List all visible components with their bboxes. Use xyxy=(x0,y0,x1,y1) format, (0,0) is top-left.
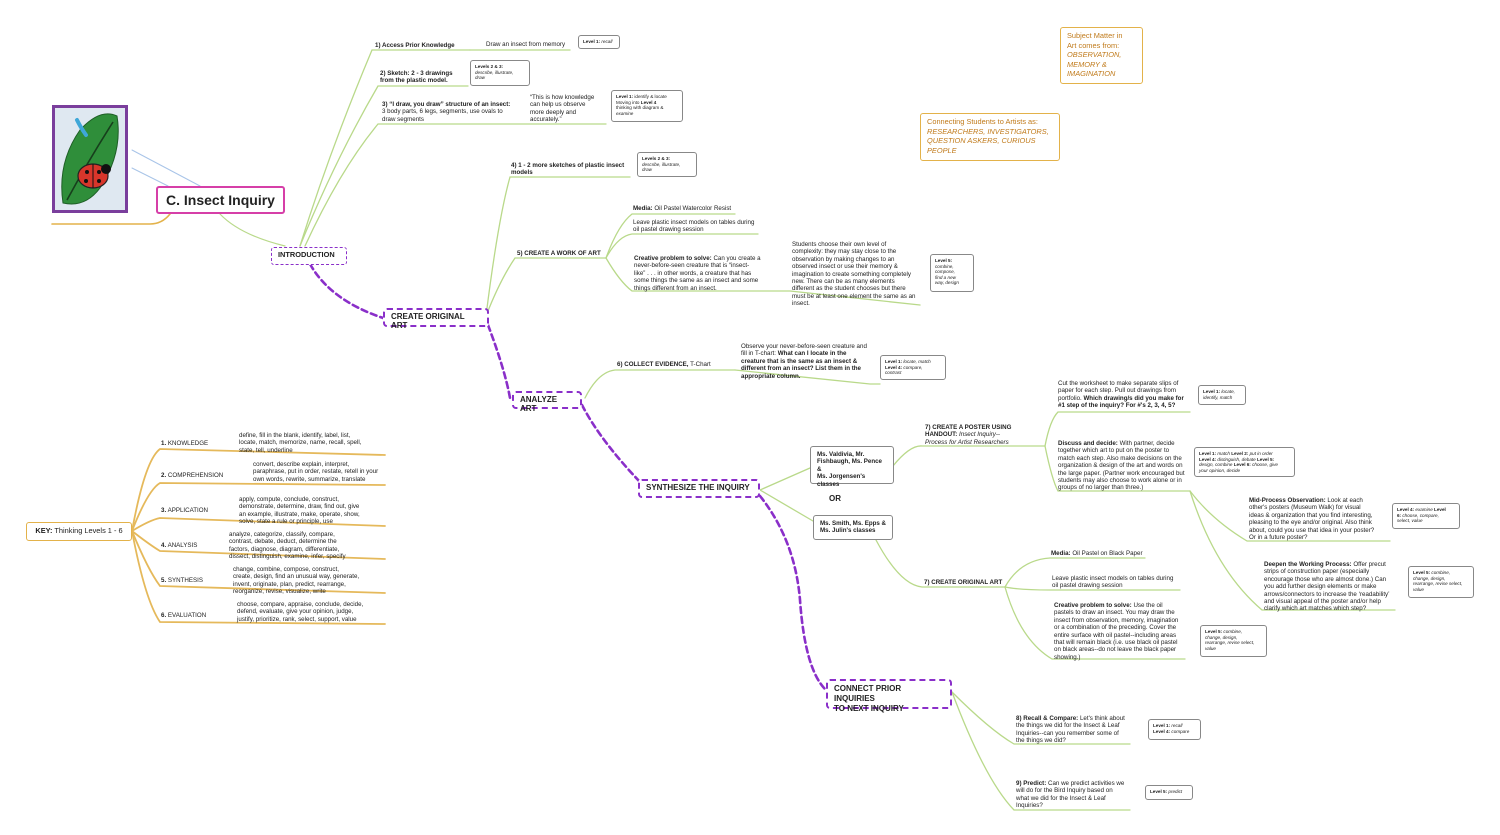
classes-group-1: Ms. Valdivia, Mr.Fishbaugh, Ms. Pence &M… xyxy=(810,446,894,488)
step-1-detail: Draw an insect from memory xyxy=(486,41,566,48)
key-level-4: 4. ANALYSIS xyxy=(161,542,198,549)
step-5-creative-problem: Creative problem to solve: Can you creat… xyxy=(634,255,761,292)
step-6-detail: Observe your never-before-seen creature … xyxy=(741,343,867,380)
step-7a-deepen: Deepen the Working Process: Offer precut… xyxy=(1264,561,1390,613)
step-7a-deepen-level-box: Level 5: combine,change, design,rearrang… xyxy=(1408,566,1474,598)
arrow-title-to-painting-2 xyxy=(131,167,169,187)
key-thinking-levels: KEY: Thinking Levels 1 - 6 xyxy=(26,522,132,541)
key-level-5: 5. SYNTHESIS xyxy=(161,577,203,584)
step-1-level-box: Level 1: recall xyxy=(578,35,620,49)
step-6-label: 6) COLLECT EVIDENCE, T-Chart xyxy=(617,361,711,368)
stage-path-1 xyxy=(308,262,385,320)
step-7a-cut-level-box: Level 1: locate,identify, match xyxy=(1198,385,1246,405)
key-level-6-verbs: choose, compare, appraise, conclude, dec… xyxy=(237,601,364,623)
step-7a-cut: Cut the worksheet to make separate slips… xyxy=(1058,380,1184,410)
connector-title-underline xyxy=(51,213,171,225)
step-7b-media: Media: Oil Pastel on Black Paper xyxy=(1051,550,1143,557)
step-5-label: 5) CREATE A WORK OF ART xyxy=(517,250,601,257)
step-2-level-box: Levels 2 & 3:describe, illustrate,draw xyxy=(470,60,530,86)
step-1-label: 1) Access Prior Knowledge xyxy=(375,42,455,49)
subject-matter-box: Subject Matter in Art comes from: OBSERV… xyxy=(1060,27,1143,84)
step-4-level-box: Levels 2 & 3:describe, illustrate,draw xyxy=(637,152,697,177)
key-level-6: 6. EVALUATION xyxy=(161,612,207,619)
step-3-label: 3) “I draw, you draw” structure of an in… xyxy=(382,101,511,123)
connecting-students-box: Connecting Students to Artists as: RESEA… xyxy=(920,113,1060,161)
step-7b-level-box: Level 5: combine,change, design,rearrang… xyxy=(1200,625,1267,657)
key-level-2: 2. COMPREHENSION xyxy=(161,472,224,479)
key-level-5-verbs: change, combine, compose, construct,crea… xyxy=(233,566,360,596)
key-level-2-verbs: convert, describe explain, interpret,par… xyxy=(253,461,379,483)
stage-analyze-art: ANALYZE ART xyxy=(512,391,582,413)
key-level-1: 1. KNOWLEDGE xyxy=(161,440,209,447)
stage-path-4 xyxy=(758,494,828,692)
stage-path-3 xyxy=(580,403,642,484)
step-9-label: 9) Predict: Can we predict activities we… xyxy=(1016,780,1125,810)
or-label: OR xyxy=(829,494,841,503)
stage-create-original-art: CREATE ORIGINAL ART xyxy=(383,308,489,330)
arrow-title-to-painting xyxy=(131,149,201,187)
classes-group-2: Ms. Smith, Ms. Epps &Ms. Julin's classes xyxy=(813,515,893,540)
step-7a-discuss: Discuss and decide: With partner, decide… xyxy=(1058,440,1185,492)
step-5-media: Media: Oil Pastel Watercolor Resist xyxy=(633,205,732,212)
diagram-title: C. Insect Inquiry xyxy=(156,186,285,214)
step-7b-leave: Leave plastic insect models on tables du… xyxy=(1052,575,1174,590)
ladybug-painting xyxy=(52,105,128,213)
key-level-4-verbs: analyze, categorize, classify, compare,c… xyxy=(229,531,346,561)
step-5-leave: Leave plastic insect models on tables du… xyxy=(633,219,755,234)
connector-title-introduction xyxy=(219,213,286,247)
stage-path-2 xyxy=(486,323,512,400)
step-4-label: 4) 1 - 2 more sketches of plastic insect… xyxy=(511,162,625,177)
key-level-3-verbs: apply, compute, conclude, construct,demo… xyxy=(239,496,360,526)
step-7b-label: 7) CREATE ORIGINAL ART xyxy=(924,579,1003,586)
stage-introduction: INTRODUCTION xyxy=(271,247,347,265)
step-9-level-box: Level 5: predict xyxy=(1145,785,1193,800)
key-level-1-verbs: define, fill in the blank, identify, lab… xyxy=(239,432,362,454)
stage-synthesize: SYNTHESIZE THE INQUIRY xyxy=(638,479,760,498)
key-level-3: 3. APPLICATION xyxy=(161,507,209,514)
